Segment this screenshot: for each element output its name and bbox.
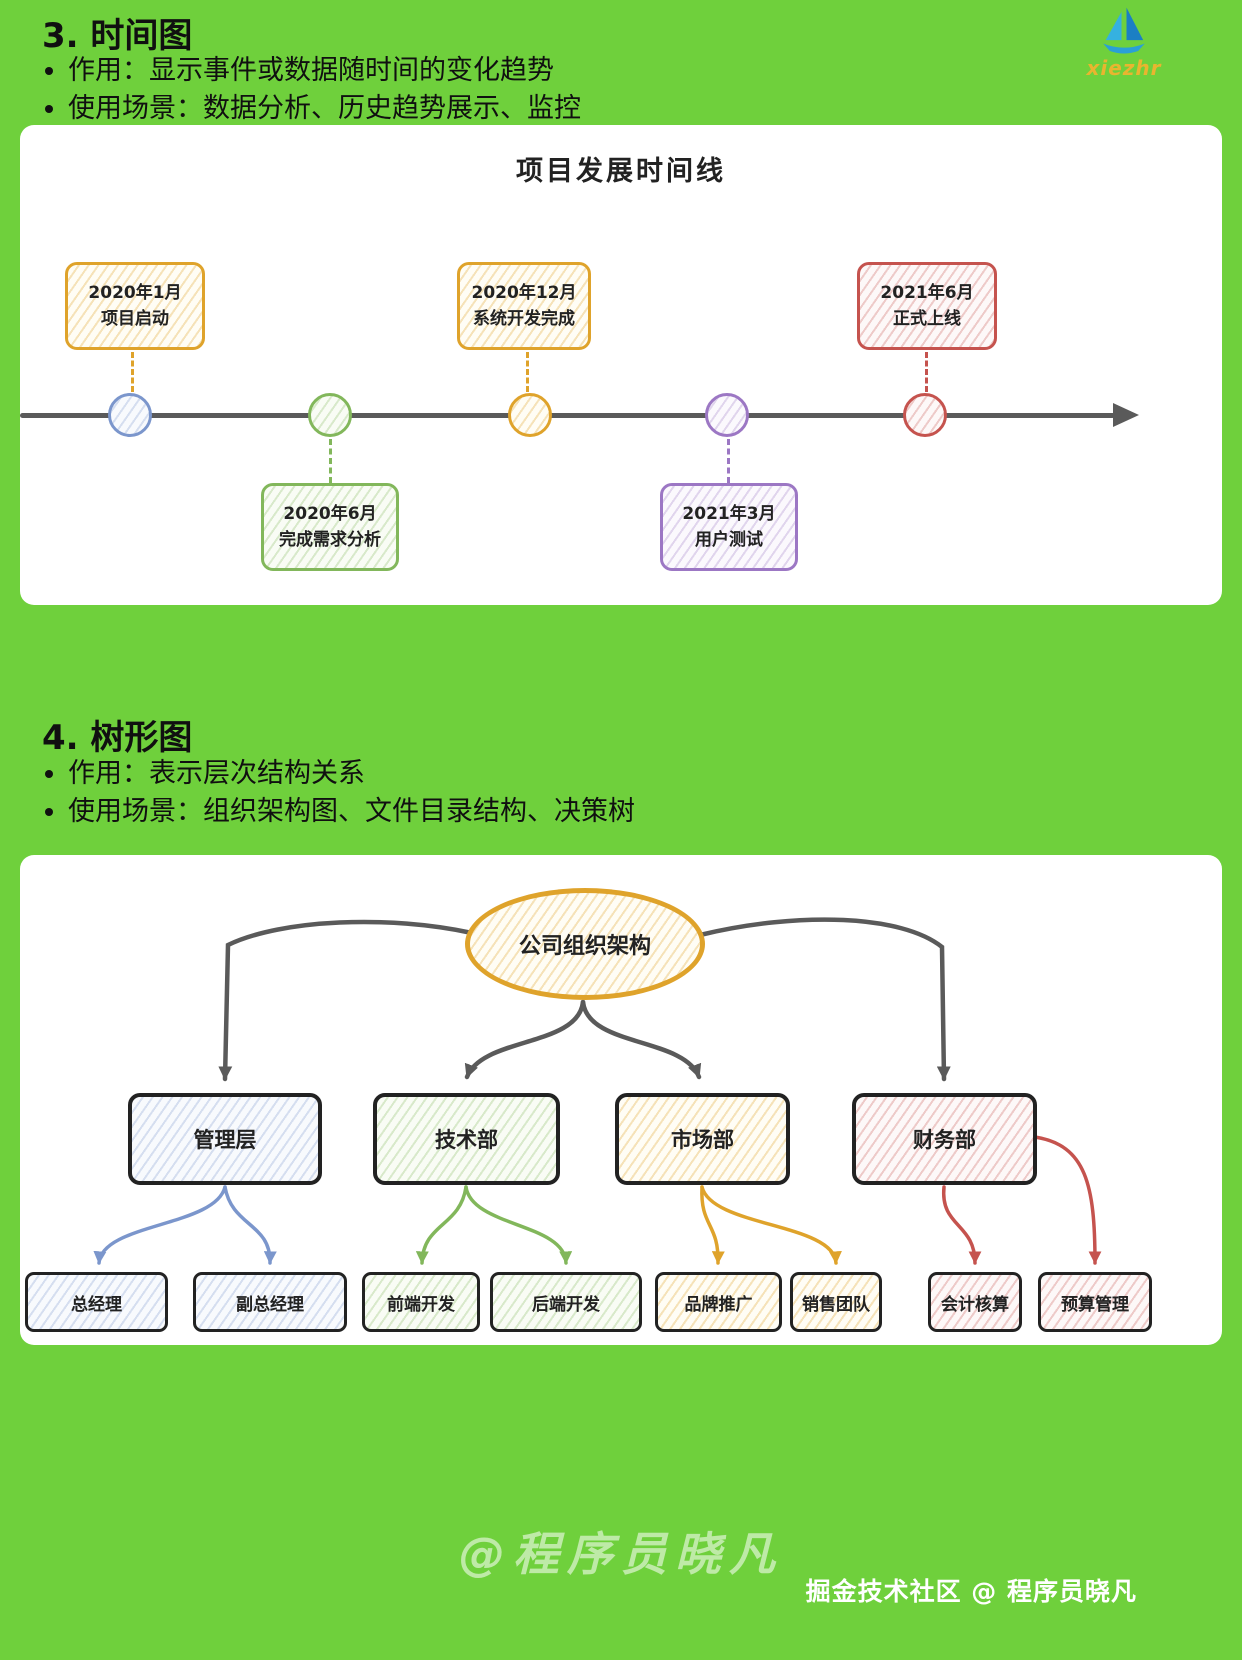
timeline-event-label: 正式上线 (893, 309, 961, 329)
brand-name: xiezhr (1086, 56, 1162, 80)
timeline-event-box: 2021年6月 正式上线 (857, 262, 997, 350)
timeline-event-date: 2020年1月 (88, 282, 182, 303)
timeline-node (508, 393, 552, 437)
timeline-connector (526, 352, 529, 392)
timeline-event-date: 2020年6月 (283, 503, 377, 524)
orgchart-leaf-node: 销售团队 (790, 1272, 882, 1332)
orgchart-leaf-node: 品牌推广 (655, 1272, 782, 1332)
section4-heading: 4. 树形图 (42, 718, 193, 758)
orgchart-card: 公司组织架构 管理层 技术部 市场部 财务部 总经理 副总经理 前端开发 后端开… (20, 855, 1222, 1345)
orgchart-dept-node: 技术部 (373, 1093, 560, 1185)
timeline-connector (329, 439, 332, 483)
footer-credit: 掘金技术社区 @ 程序员晓凡 (805, 1577, 1137, 1606)
orgchart-connectors (93, 917, 1102, 1265)
timeline-event-box: 2021年3月 用户测试 (660, 483, 798, 571)
timeline-axis (20, 413, 1115, 418)
orgchart-dept-node: 管理层 (128, 1093, 322, 1185)
section4-bullets: 作用：表示层次结构关系 使用场景：组织架构图、文件目录结构、决策树 (68, 755, 635, 831)
timeline-event-label: 项目启动 (101, 309, 169, 329)
timeline-node (903, 393, 947, 437)
bullet-item: 使用场景：组织架构图、文件目录结构、决策树 (68, 793, 635, 831)
timeline-event-date: 2020年12月 (471, 282, 577, 303)
timeline-node (308, 393, 352, 437)
timeline-event-label: 用户测试 (695, 530, 763, 550)
orgchart-leaf-node: 总经理 (25, 1272, 168, 1332)
section3-heading: 3. 时间图 (42, 16, 193, 56)
brand-logo: xiezhr (1082, 6, 1166, 80)
timeline-event-date: 2021年6月 (880, 282, 974, 303)
timeline-event-box: 2020年1月 项目启动 (65, 262, 205, 350)
timeline-node (705, 393, 749, 437)
orgchart-leaf-node: 前端开发 (362, 1272, 480, 1332)
timeline-event-label: 系统开发完成 (473, 309, 575, 329)
orgchart-root-node: 公司组织架构 (465, 888, 705, 1000)
section3-bullets: 作用：显示事件或数据随时间的变化趋势 使用场景：数据分析、历史趋势展示、监控 (68, 52, 581, 128)
watermark-signature: @程序员晓凡 (459, 1527, 783, 1581)
orgchart-leaf-node: 副总经理 (193, 1272, 347, 1332)
timeline-connector (925, 352, 928, 392)
timeline-connector (131, 352, 134, 392)
timeline-event-box: 2020年6月 完成需求分析 (261, 483, 399, 571)
bullet-item: 使用场景：数据分析、历史趋势展示、监控 (68, 90, 581, 128)
timeline-event-date: 2021年3月 (682, 503, 776, 524)
timeline-event-box: 2020年12月 系统开发完成 (457, 262, 591, 350)
timeline-card: 项目发展时间线 2020年1月 项目启动 2020年6月 完成需求分析 2020… (20, 125, 1222, 605)
timeline-arrowhead-icon (1113, 403, 1139, 427)
timeline-event-label: 完成需求分析 (279, 530, 381, 550)
bullet-item: 作用：显示事件或数据随时间的变化趋势 (68, 52, 581, 90)
timeline-node (108, 393, 152, 437)
sailboat-icon (1103, 7, 1145, 54)
timeline-connector (727, 439, 730, 483)
orgchart-leaf-node: 会计核算 (928, 1272, 1022, 1332)
orgchart-leaf-node: 预算管理 (1038, 1272, 1152, 1332)
orgchart-dept-node: 财务部 (852, 1093, 1037, 1185)
bullet-item: 作用：表示层次结构关系 (68, 755, 635, 793)
timeline-title: 项目发展时间线 (516, 156, 726, 187)
orgchart-dept-node: 市场部 (615, 1093, 790, 1185)
orgchart-leaf-node: 后端开发 (490, 1272, 642, 1332)
